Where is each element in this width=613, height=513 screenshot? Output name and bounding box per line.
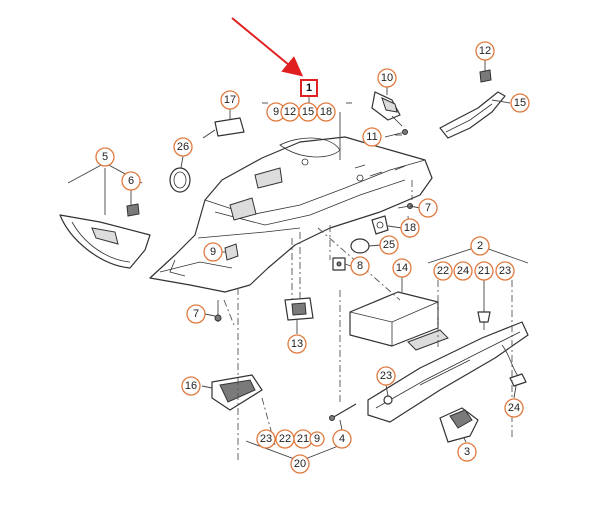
callout-label-7: 7 bbox=[425, 202, 431, 214]
callout-label-9b: 9 bbox=[210, 246, 216, 258]
callout-21-bottom[interactable]: 21 bbox=[293, 429, 313, 449]
callout-23-bottom[interactable]: 23 bbox=[256, 429, 276, 449]
callout-label-5: 5 bbox=[102, 151, 108, 163]
callout-16[interactable]: 16 bbox=[181, 376, 201, 396]
callout-label-22: 22 bbox=[437, 265, 449, 277]
glovebox-lid-part-2 bbox=[367, 321, 529, 423]
callout-7-left[interactable]: 7 bbox=[186, 304, 206, 324]
callout-14[interactable]: 14 bbox=[392, 258, 412, 278]
callout-15-right[interactable]: 15 bbox=[510, 93, 530, 113]
callout-label-4: 4 bbox=[339, 433, 345, 445]
latch-part-3 bbox=[439, 407, 479, 443]
callout-21-right[interactable]: 21 bbox=[474, 261, 494, 281]
tray-part-14 bbox=[349, 291, 449, 351]
callout-11[interactable]: 11 bbox=[362, 127, 382, 147]
callout-label-21b: 21 bbox=[297, 433, 309, 445]
callout-label-3: 3 bbox=[464, 446, 470, 458]
ring-part-26 bbox=[169, 167, 191, 193]
callout-label-14: 14 bbox=[396, 262, 408, 274]
callout-20[interactable]: 20 bbox=[290, 454, 310, 474]
callout-label-6: 6 bbox=[128, 175, 134, 187]
callout-label-24: 24 bbox=[457, 265, 469, 277]
bracket-part-18 bbox=[371, 215, 389, 235]
clip-part-12 bbox=[479, 69, 492, 83]
callout-12-right[interactable]: 12 bbox=[475, 41, 495, 61]
left-cover-part bbox=[59, 214, 151, 269]
callout-15-top[interactable]: 15 bbox=[298, 102, 318, 122]
callout-26[interactable]: 26 bbox=[173, 137, 193, 157]
callout-label-9: 9 bbox=[273, 106, 279, 118]
callout-label-23c: 23 bbox=[260, 433, 272, 445]
assembly-dash-lines bbox=[223, 180, 513, 460]
vent-part-16 bbox=[211, 374, 263, 411]
sensor-part-17 bbox=[202, 117, 245, 139]
bolt-part-21 bbox=[477, 311, 491, 330]
callout-label-2: 2 bbox=[477, 240, 483, 252]
callout-label-25: 25 bbox=[383, 239, 395, 251]
callout-9-bottom[interactable]: 9 bbox=[309, 431, 325, 447]
bump-part-23 bbox=[383, 395, 393, 405]
callout-8[interactable]: 8 bbox=[350, 256, 370, 276]
callout-label-15: 15 bbox=[302, 106, 314, 118]
callout-25[interactable]: 25 bbox=[379, 235, 399, 255]
screw-part-11 bbox=[384, 129, 408, 138]
callout-label-24b: 24 bbox=[508, 402, 520, 414]
callout-13[interactable]: 13 bbox=[287, 334, 307, 354]
callout-5[interactable]: 5 bbox=[95, 147, 115, 167]
callout-7-right[interactable]: 7 bbox=[418, 198, 438, 218]
leader-lines bbox=[104, 60, 517, 443]
callout-part-1[interactable]: 1 bbox=[300, 79, 318, 97]
cable-part-24 bbox=[509, 373, 527, 387]
callout-label-12b: 12 bbox=[479, 45, 491, 57]
connector-part-13 bbox=[284, 297, 314, 321]
callout-3[interactable]: 3 bbox=[457, 442, 477, 462]
dash-panel-part bbox=[149, 136, 433, 293]
callout-18-right[interactable]: 18 bbox=[400, 218, 420, 238]
right-trim-part-15 bbox=[439, 91, 506, 139]
callout-18-top[interactable]: 18 bbox=[316, 102, 336, 122]
callout-label-16: 16 bbox=[185, 380, 197, 392]
pointer-arrow bbox=[231, 17, 304, 77]
small-part-8 bbox=[332, 257, 346, 271]
callout-17[interactable]: 17 bbox=[220, 90, 240, 110]
callout-label-13: 13 bbox=[291, 338, 303, 350]
callout-10[interactable]: 10 bbox=[377, 68, 397, 88]
callout-label-21: 21 bbox=[478, 265, 490, 277]
callout-label-22b: 22 bbox=[279, 433, 291, 445]
callout-22-right[interactable]: 22 bbox=[433, 261, 453, 281]
callout-6[interactable]: 6 bbox=[121, 171, 141, 191]
callout-9-left[interactable]: 9 bbox=[203, 242, 223, 262]
callout-label-9c: 9 bbox=[314, 433, 320, 445]
callout-4[interactable]: 4 bbox=[332, 429, 352, 449]
callout-label-23b: 23 bbox=[380, 370, 392, 382]
callout-label-8: 8 bbox=[357, 260, 363, 272]
callout-23-right[interactable]: 23 bbox=[495, 261, 515, 281]
callout-label-7b: 7 bbox=[193, 308, 199, 320]
callout-label-15b: 15 bbox=[514, 97, 526, 109]
callout-23-mid[interactable]: 23 bbox=[376, 366, 396, 386]
callout-22-bottom[interactable]: 22 bbox=[275, 429, 295, 449]
screw-part-7-left bbox=[214, 300, 222, 322]
callout-label-20: 20 bbox=[294, 458, 306, 470]
callout-label-1: 1 bbox=[306, 82, 312, 94]
callout-label-23: 23 bbox=[499, 265, 511, 277]
callout-label-17: 17 bbox=[224, 94, 236, 106]
switch-part-10 bbox=[371, 91, 403, 127]
callout-label-11: 11 bbox=[366, 131, 377, 143]
callout-24-bottom[interactable]: 24 bbox=[504, 398, 524, 418]
clip-part-6 bbox=[126, 203, 140, 217]
callout-label-26: 26 bbox=[177, 141, 189, 153]
callout-label-12: 12 bbox=[284, 106, 296, 118]
callout-12-top[interactable]: 12 bbox=[280, 102, 300, 122]
callout-label-10: 10 bbox=[381, 72, 393, 84]
rod-part-4 bbox=[329, 403, 357, 421]
callout-label-18: 18 bbox=[320, 106, 332, 118]
callout-24-right[interactable]: 24 bbox=[453, 261, 473, 281]
clip-part-9 bbox=[224, 243, 239, 261]
callout-2[interactable]: 2 bbox=[470, 236, 490, 256]
plug-part-25 bbox=[350, 238, 370, 254]
callout-label-18b: 18 bbox=[404, 222, 416, 234]
